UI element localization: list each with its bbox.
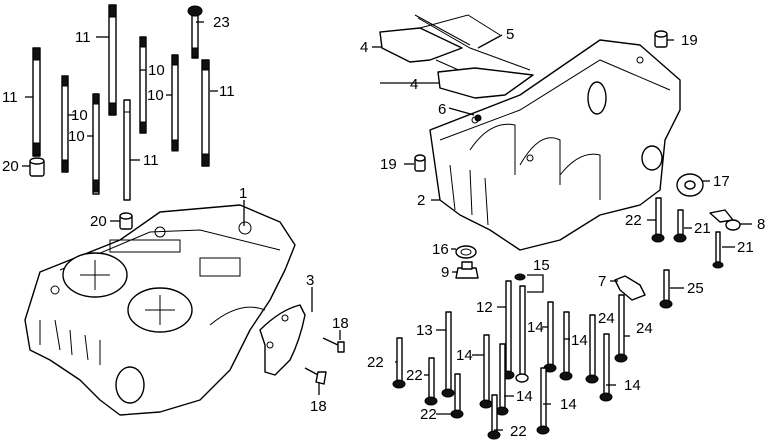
upper-crankcase[interactable] [24, 204, 296, 416]
flange-bolt[interactable] [659, 269, 673, 309]
leader-lines [22, 21, 752, 431]
gasket[interactable] [455, 245, 477, 259]
baffle-plate[interactable] [437, 67, 534, 99]
flange-bolt[interactable] [479, 334, 493, 409]
callout-10: 10 [68, 128, 85, 145]
callout-10: 10 [148, 62, 165, 79]
callout-14: 14 [624, 377, 641, 394]
callout-19: 19 [681, 32, 698, 49]
callout-14: 14 [456, 347, 473, 364]
callout-19: 19 [380, 156, 397, 173]
bolt-18[interactable] [322, 337, 345, 353]
dowel-pin[interactable] [414, 154, 426, 172]
side-cover[interactable] [259, 304, 306, 376]
callout-22: 22 [420, 406, 437, 423]
flange-bolt[interactable] [536, 367, 550, 435]
stud-bolt[interactable] [171, 54, 179, 152]
flange-bolt[interactable] [559, 311, 573, 381]
drain-plug[interactable] [455, 261, 479, 279]
callout-22: 22 [510, 423, 527, 440]
flange-bolt[interactable] [543, 301, 557, 373]
dowel-pin[interactable] [654, 30, 668, 48]
stud-bolt[interactable] [108, 4, 117, 116]
callout-20: 20 [2, 158, 19, 175]
flange-bolt[interactable] [651, 197, 665, 243]
flange-bolt[interactable] [712, 231, 724, 269]
dowel-pin[interactable] [119, 212, 133, 230]
oil-seal[interactable] [676, 173, 704, 197]
stud-bolt[interactable] [92, 93, 100, 195]
callout-6: 6 [438, 101, 446, 118]
flange-bolt[interactable] [187, 5, 203, 59]
callout-7: 7 [598, 273, 606, 290]
stud-bolt[interactable] [201, 59, 210, 167]
callout-11: 11 [2, 89, 18, 106]
stud-bolt[interactable] [32, 47, 41, 157]
callout-22: 22 [625, 212, 642, 229]
flange-bolt[interactable] [487, 394, 501, 440]
wire-clamp[interactable] [614, 275, 646, 301]
callout-10: 10 [71, 107, 88, 124]
bolt-18[interactable] [304, 367, 327, 385]
callout-16: 16 [432, 241, 449, 258]
callout-5: 5 [506, 26, 514, 43]
callout-18: 18 [332, 315, 349, 332]
callout-9: 9 [441, 264, 449, 281]
callout-3: 3 [306, 272, 314, 289]
stud-bolts-group [29, 4, 210, 230]
flange-bolt[interactable] [450, 373, 464, 419]
callout-labels: 11 23 10 10 11 11 10 10 11 20 20 1 3 18 … [2, 14, 765, 440]
callout-8: 8 [757, 216, 765, 233]
callout-20: 20 [90, 213, 107, 230]
flange-bolt[interactable] [424, 357, 438, 406]
callout-25: 25 [687, 280, 704, 297]
flange-bolt[interactable] [614, 294, 628, 363]
flange-bolt[interactable] [515, 285, 529, 383]
stud-bolt[interactable] [123, 99, 131, 201]
callout-21: 21 [737, 239, 754, 256]
flange-bolt[interactable] [673, 209, 687, 243]
stud-bolt[interactable] [139, 36, 147, 134]
callout-17: 17 [713, 173, 730, 190]
flange-bolt[interactable] [585, 314, 599, 384]
callout-12: 12 [476, 299, 493, 316]
flange-bolt[interactable] [599, 333, 613, 402]
callout-14: 14 [560, 396, 577, 413]
callout-23: 23 [213, 14, 230, 31]
flange-bolt[interactable] [441, 311, 455, 398]
plug[interactable] [474, 114, 482, 122]
callout-11: 11 [75, 29, 91, 46]
callout-2: 2 [417, 192, 425, 209]
callout-14: 14 [516, 388, 533, 405]
clamp[interactable] [709, 209, 741, 231]
case-bolts-group [392, 197, 724, 440]
callout-10: 10 [147, 87, 164, 104]
callout-18: 18 [310, 398, 327, 415]
callout-24: 24 [636, 320, 653, 337]
stud-bolt[interactable] [61, 75, 69, 173]
callout-1: 1 [239, 185, 247, 202]
dowel-pin[interactable] [29, 157, 45, 177]
callout-14: 14 [527, 319, 544, 336]
callout-11: 11 [219, 83, 235, 100]
callout-11: 11 [143, 152, 159, 169]
callout-4: 4 [410, 76, 418, 93]
callout-24: 24 [598, 310, 615, 327]
callout-14: 14 [571, 332, 588, 349]
callout-21: 21 [694, 220, 711, 237]
callout-22: 22 [367, 354, 384, 371]
flange-bolt[interactable] [392, 337, 406, 389]
callout-4: 4 [360, 39, 368, 56]
sealing-washer[interactable] [514, 273, 526, 281]
callout-22: 22 [406, 367, 423, 384]
flange-bolt[interactable] [495, 343, 509, 416]
callout-15: 15 [533, 257, 550, 274]
baffle-plate[interactable] [379, 14, 501, 63]
lower-crankcase[interactable] [429, 39, 681, 251]
callout-13: 13 [416, 322, 433, 339]
